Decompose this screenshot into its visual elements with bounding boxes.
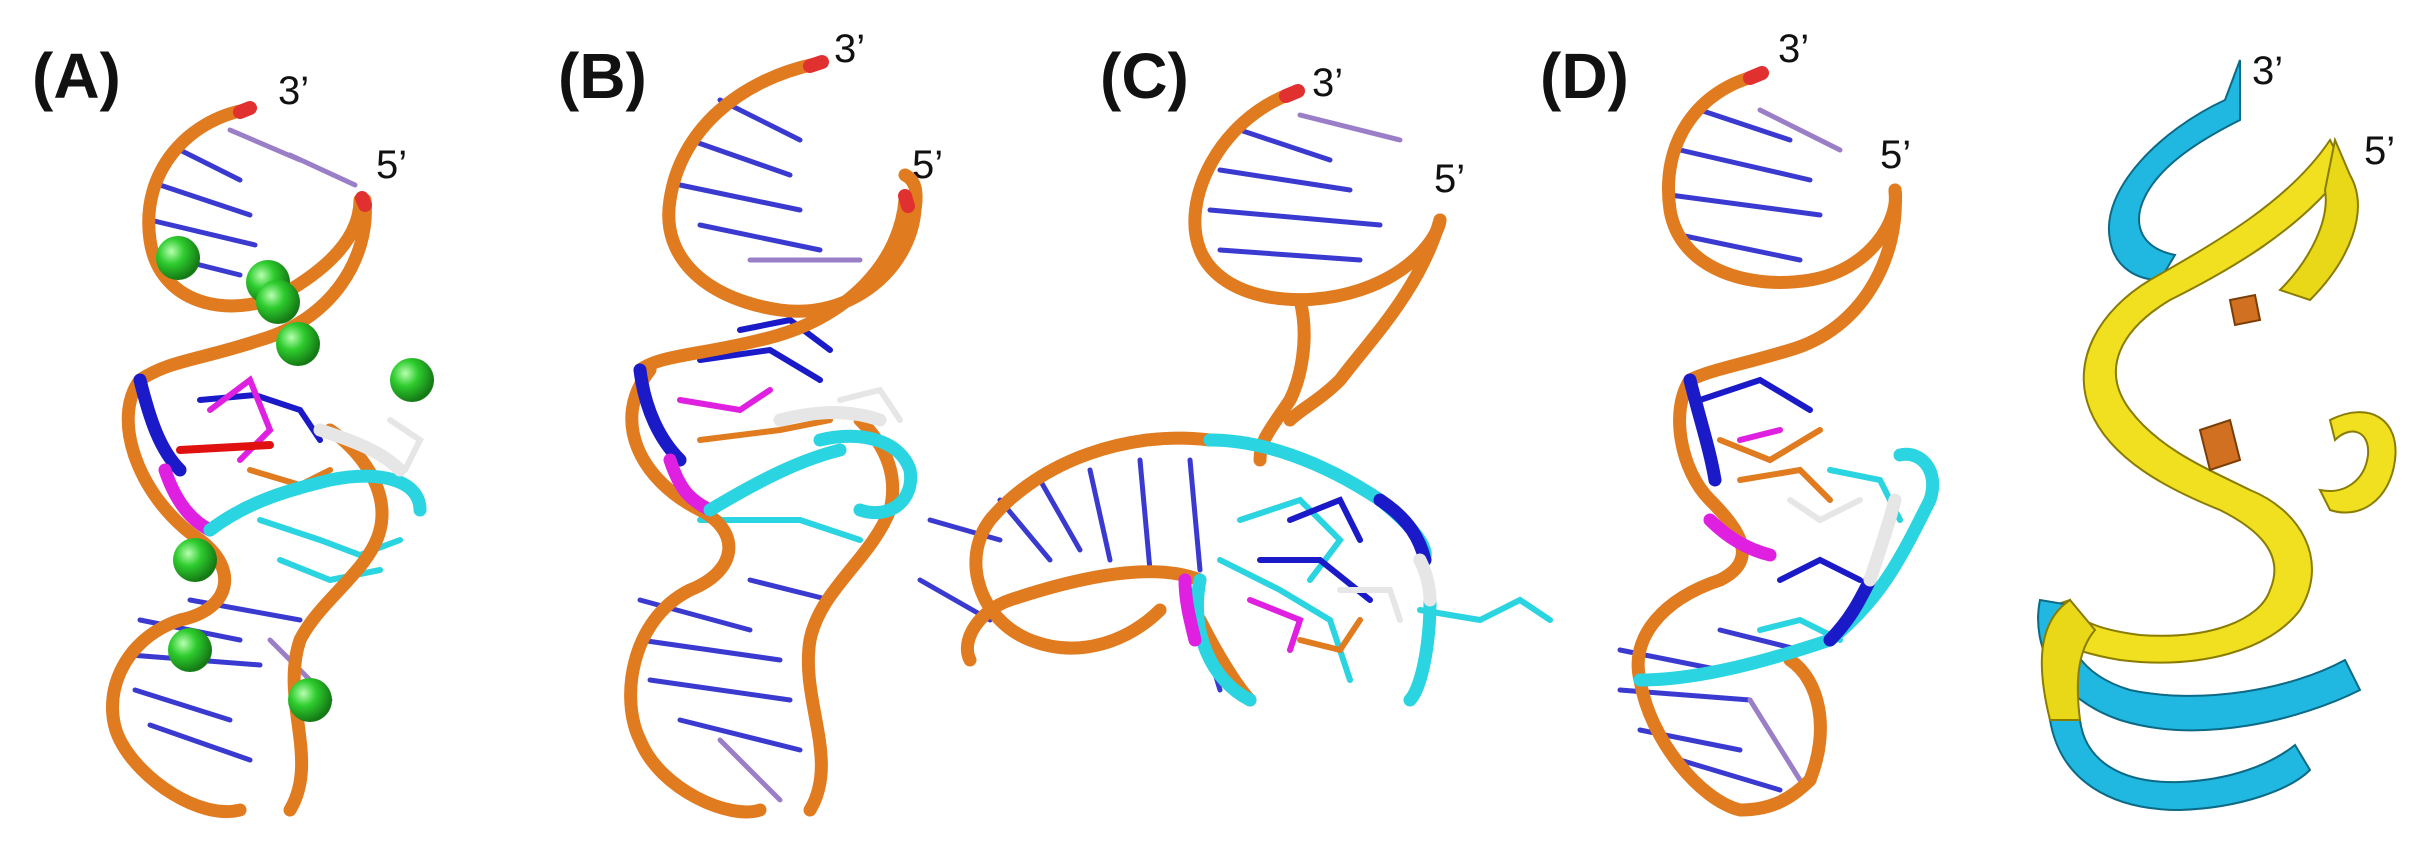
panel-b-3prime-label: 3’	[834, 27, 865, 71]
panel-c-core-nucleotides	[1217, 496, 1553, 683]
ribbon-segment-orange	[2198, 418, 2242, 472]
panel-a-core-nucleotides	[176, 375, 424, 584]
panel-a: (A) 3’ 5’	[32, 40, 434, 818]
ion-sphere	[288, 678, 332, 722]
panel-d-3prime-label: 3’	[1778, 27, 1809, 71]
ribbon-segment-cyan-bottom	[2037, 598, 2362, 732]
ion-sphere	[390, 358, 434, 402]
ribbon-segment-yellow-main	[2037, 138, 2347, 664]
panel-c-3prime-label: 3’	[1312, 61, 1343, 105]
panel-e: 3’ 5’	[2037, 49, 2397, 812]
panel-d: (D) 3’ 5’	[1540, 27, 1940, 817]
panel-e-ribbon	[2037, 59, 2397, 812]
ribbon-segment-yellow-lower	[2040, 598, 2097, 721]
ribbon-segment-yellow-upper	[2278, 136, 2359, 302]
panel-a-3prime-label: 3’	[278, 69, 309, 113]
panel-c-label: (C)	[1100, 40, 1189, 112]
panel-c-5prime-label: 5’	[1434, 157, 1465, 201]
ribbon-segment-yellow-loop	[2318, 411, 2397, 514]
ion-sphere	[173, 538, 217, 582]
ion-sphere	[256, 280, 300, 324]
ribbon-segment-cyan-bottom	[2048, 719, 2312, 812]
ribbon-segment-orange	[2228, 293, 2262, 327]
panel-c-backbone	[960, 84, 1447, 707]
panel-a-5prime-label: 5’	[376, 143, 407, 187]
panel-a-ions	[156, 236, 434, 722]
panel-e-3prime-label: 3’	[2252, 49, 2283, 93]
panel-b-backbone	[624, 55, 923, 819]
panel-b-base-pair-rungs	[637, 97, 863, 803]
panel-b-label: (B)	[558, 40, 647, 112]
panel-d-label: (D)	[1540, 40, 1629, 112]
panel-e-5prime-label: 5’	[2364, 129, 2395, 173]
panel-a-backbone	[106, 101, 427, 818]
panel-d-backbone	[1631, 66, 1940, 817]
panel-b-core-nucleotides	[677, 316, 903, 543]
panel-a-label: (A)	[32, 40, 121, 112]
panel-c-base-pair-rungs	[917, 112, 1403, 693]
panel-c: (C) 3’ 5’	[917, 40, 1553, 707]
ion-sphere	[168, 628, 212, 672]
ion-sphere	[276, 322, 320, 366]
panel-b: (B) 3’ 5’	[558, 27, 943, 819]
ion-sphere	[156, 236, 200, 280]
panel-d-5prime-label: 5’	[1880, 133, 1911, 177]
